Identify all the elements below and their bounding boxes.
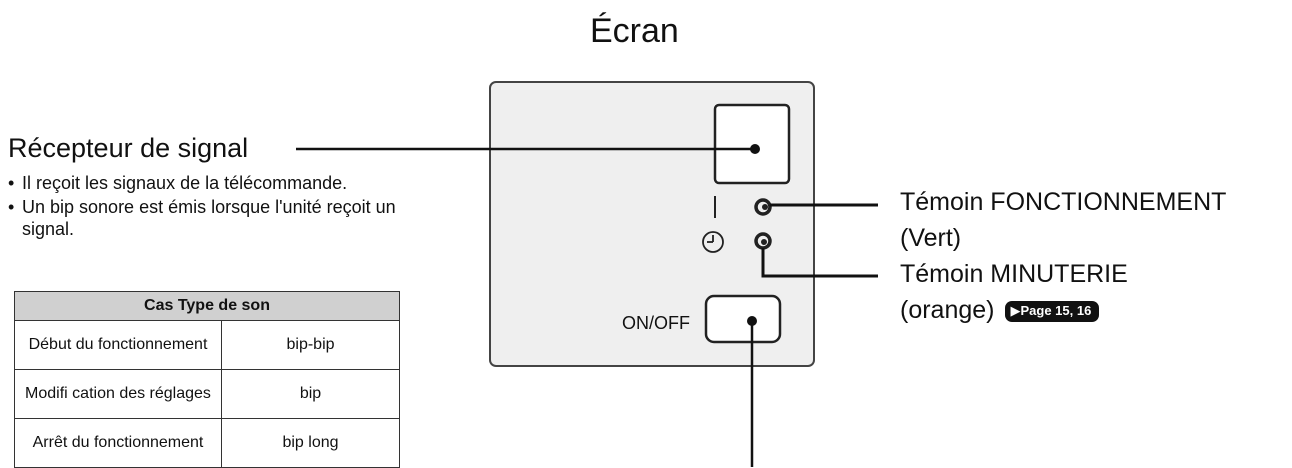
timer-lamp-label: Témoin MINUTERIE [900,260,1128,288]
sound-type-table: Cas Type de son Début du fonctionnement … [14,291,400,468]
table-row: Modifi cation des réglages bip [14,369,400,419]
operation-lamp-label: Témoin FONCTIONNEMENT [900,188,1227,216]
bullet-dot: • [8,173,15,193]
bullet-dot: • [8,197,15,217]
receiver-label: Récepteur de signal [8,133,249,163]
table-cell-case: Modifi cation des réglages [14,369,222,419]
signal-receiver-window [713,103,791,185]
operation-lamp-color: (Vert) [900,224,962,252]
table-cell-sound: bip long [221,418,400,468]
receiver-dot [750,144,760,154]
timer-lamp-color: (orange) [900,296,995,324]
table-header: Cas Type de son [14,291,400,321]
table-cell-case: Début du fonctionnement [14,320,222,370]
table-cell-sound: bip-bip [221,320,400,370]
page-title: Écran [590,12,679,50]
bullet-text: Un bip sonore est émis lorsque l'unité r… [22,197,396,239]
table-row: Début du fonctionnement bip-bip [14,320,400,370]
receiver-bullet: • Un bip sonore est émis lorsque l'unité… [8,196,428,240]
table-row: Arrêt du fonctionnement bip long [14,418,400,468]
timer-lamp-color-line: (orange) ▶Page 15, 16 [900,296,1100,325]
onoff-label: ON/OFF [622,313,690,333]
timer-leader-line [761,248,878,278]
table-cell-case: Arrêt du fonctionnement [14,418,222,468]
onoff-button-dot [747,316,757,326]
bullet-text: Il reçoit les signaux de la télécommande… [22,173,348,193]
receiver-bullet: • Il reçoit les signaux de la télécomman… [8,172,428,194]
onoff-button[interactable] [704,294,782,344]
page-reference-badge[interactable]: ▶Page 15, 16 [1004,301,1100,322]
table-header-row: Cas Type de son [14,291,400,321]
clock-icon [702,231,724,253]
table-cell-sound: bip [221,369,400,419]
receiver-description: • Il reçoit les signaux de la télécomman… [8,172,428,242]
operation-lamp-icon [754,198,772,216]
